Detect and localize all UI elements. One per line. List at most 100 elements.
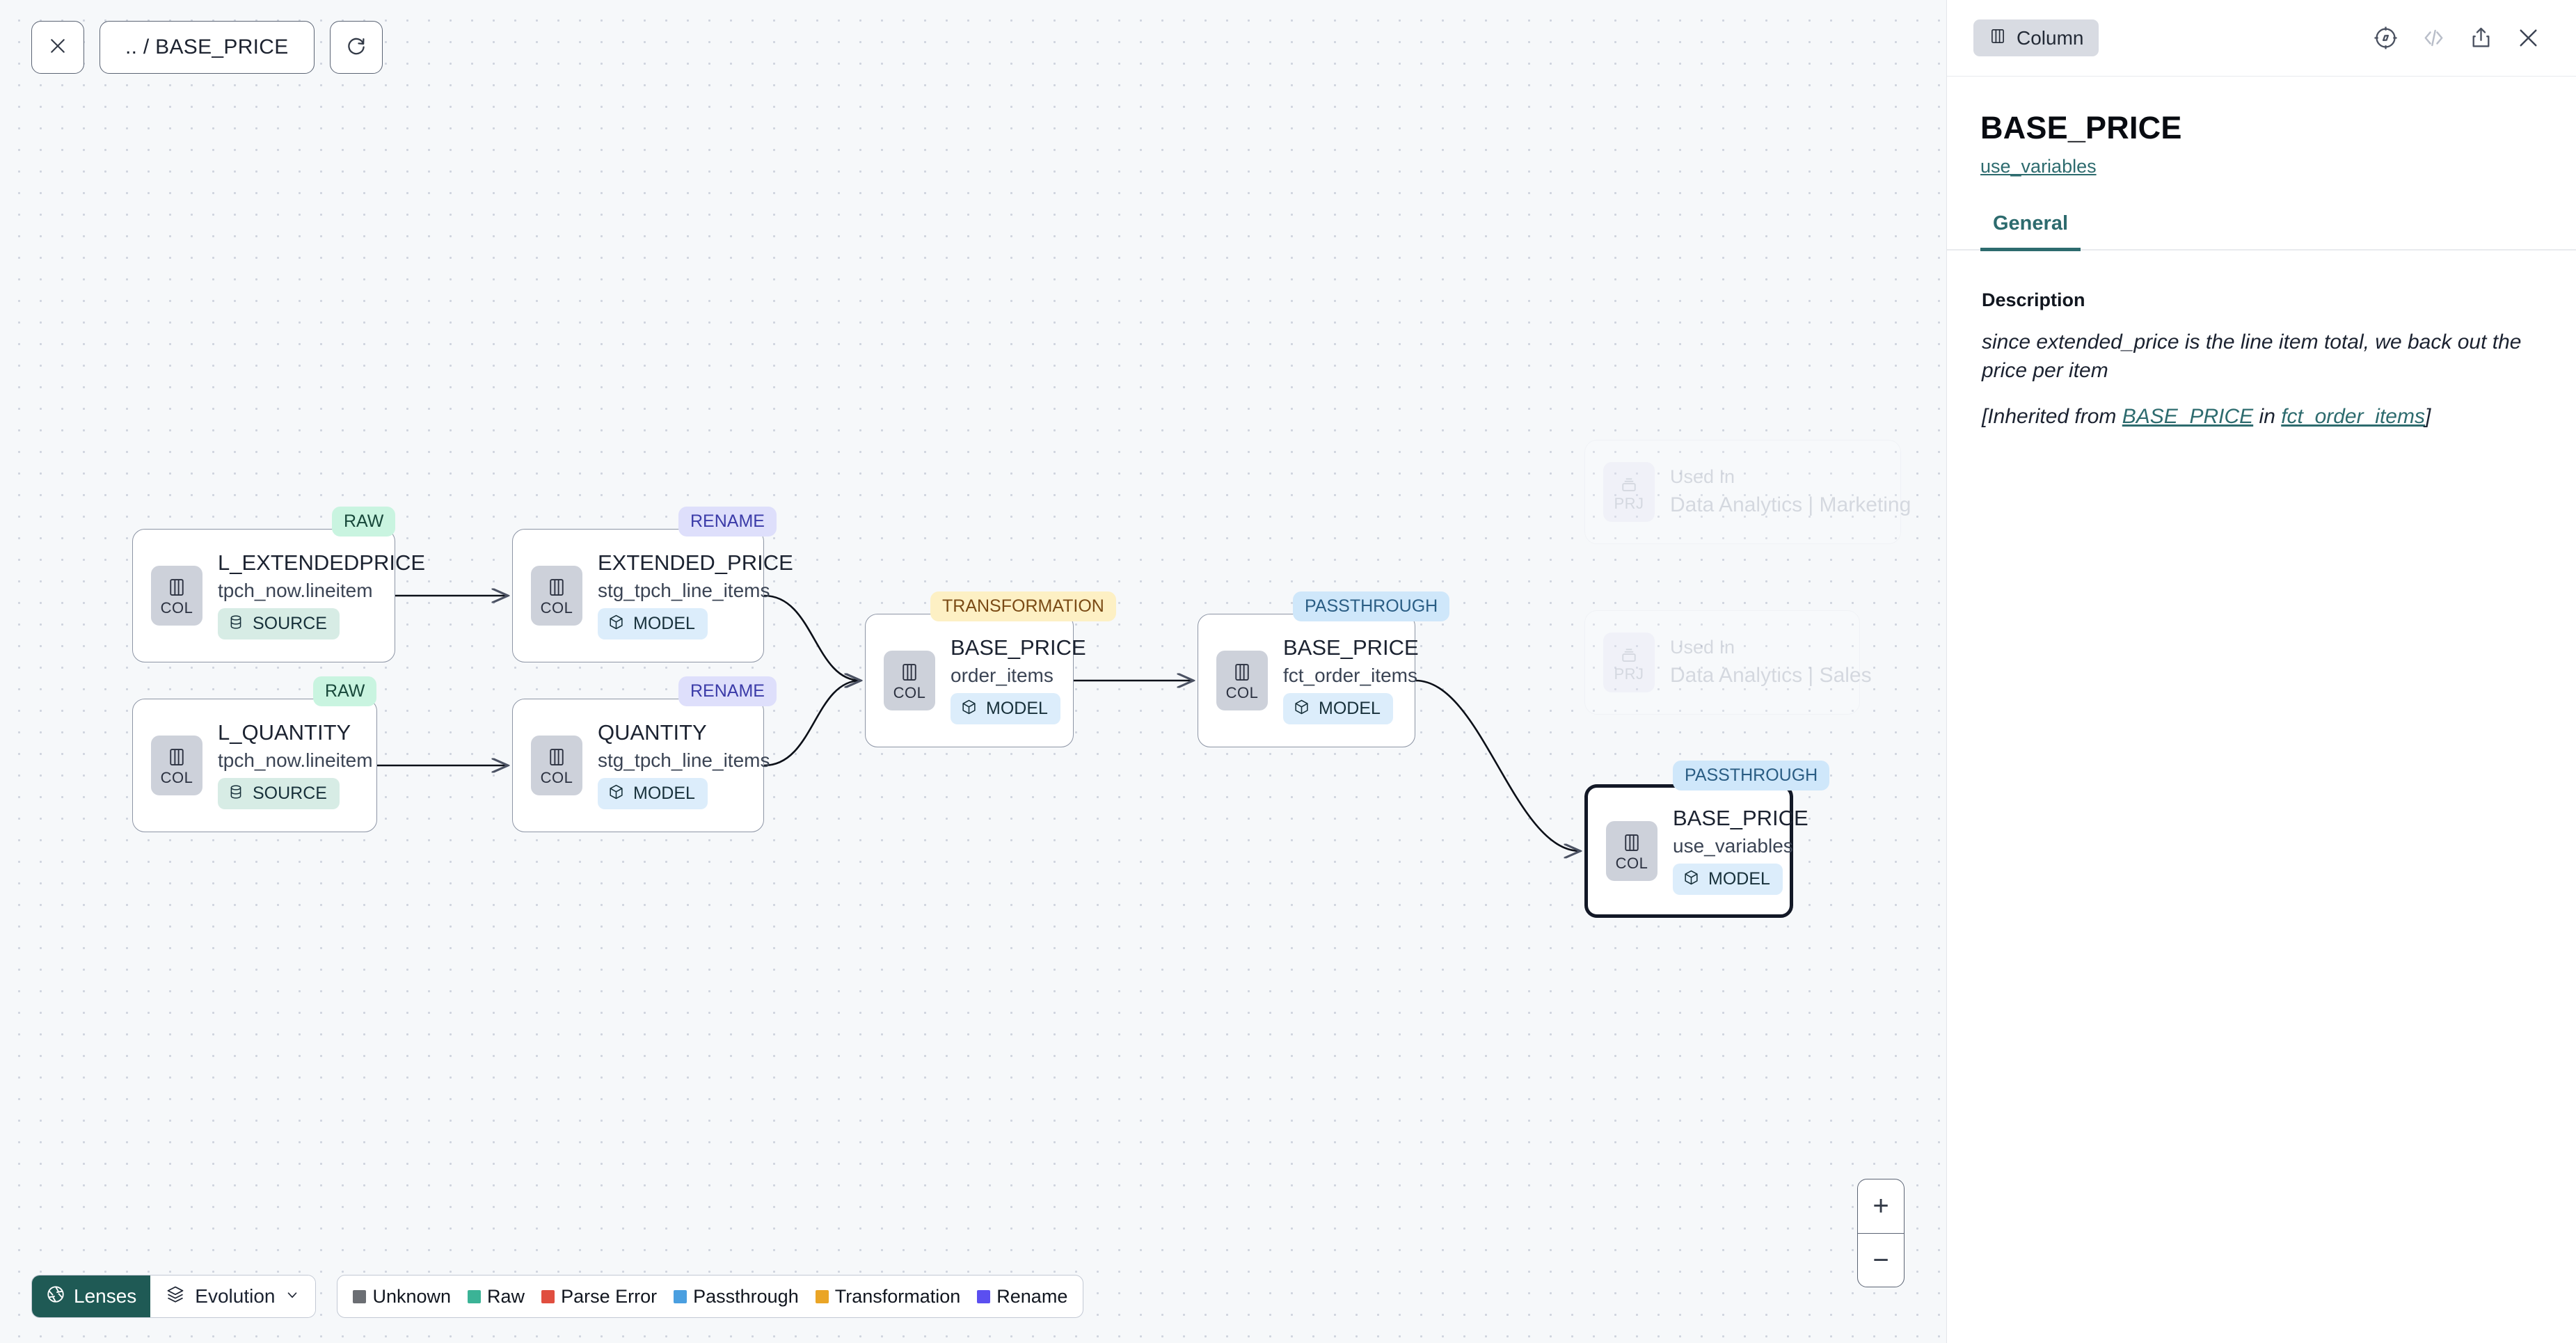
lineage-legend: Unknown Raw Parse Error Passthrough Transfor… [337, 1275, 1084, 1318]
node-subtitle: order_items [951, 664, 1054, 686]
lenses-button[interactable]: Lenses [32, 1276, 151, 1317]
used-in-target: Data Analytics | Marketing [1670, 493, 1911, 517]
node-subtitle: fct_order_items [1283, 664, 1417, 686]
lineage-node[interactable]: COL L_QUANTITY tpch_now.lineitem SOURCE [132, 699, 377, 832]
chevron-down-icon [285, 1285, 300, 1308]
used-in-target: Data Analytics | Sales [1670, 664, 1872, 688]
code-icon[interactable] [2421, 25, 2447, 51]
parent-model-link[interactable]: use_variables [1980, 156, 2097, 177]
node-body: BASE_PRICE use_variables MODEL [1673, 806, 1808, 895]
inherited-model-link[interactable]: fct_order_items [2281, 404, 2425, 428]
refresh-button[interactable] [329, 21, 383, 74]
legend-item[interactable]: Passthrough [674, 1286, 799, 1308]
evolution-label: Evolution [195, 1285, 276, 1307]
node-badge-model: MODEL [951, 692, 1060, 724]
legend-item[interactable]: Rename [977, 1286, 1067, 1308]
evolution-dropdown[interactable]: Evolution [150, 1276, 316, 1317]
legend-item[interactable]: Transformation [815, 1285, 961, 1308]
cube-icon [960, 698, 978, 720]
description-text: since extended_price is the line item to… [1982, 331, 2522, 383]
node-subtitle: tpch_now.lineitem [218, 749, 373, 771]
column-icon: COL [531, 566, 582, 626]
node-badge-source: SOURCE [218, 607, 340, 639]
lenses-label: Lenses [74, 1285, 137, 1307]
node-body: L_EXTENDEDPRICE tpch_now.lineitem SOURCE [218, 550, 426, 639]
node-tag-raw: RAW [313, 676, 377, 706]
legend-item[interactable]: Unknown [353, 1286, 451, 1308]
inherited-column-link[interactable]: BASE_PRICE [2122, 404, 2254, 428]
used-in-node[interactable]: PRJ Used In Data Analytics | Sales [1584, 610, 1872, 715]
node-badge-source: SOURCE [218, 777, 340, 809]
cube-icon [1293, 698, 1310, 720]
layers-icon [166, 1285, 185, 1309]
node-title: BASE_PRICE [1673, 806, 1808, 831]
zoom-controls: + − [1857, 1179, 1905, 1287]
node-title: L_QUANTITY [218, 720, 351, 745]
node-subtitle: stg_tpch_line_items [598, 749, 770, 771]
legend-label: Raw [487, 1285, 525, 1307]
details-panel: Column [1946, 0, 2576, 1343]
project-icon: PRJ [1603, 633, 1655, 692]
share-icon[interactable] [2469, 26, 2493, 50]
column-icon: COL [151, 736, 202, 795]
legend-label: Unknown [372, 1285, 452, 1307]
refresh-icon [345, 35, 367, 61]
inherited-prefix: [Inherited from [1982, 404, 2122, 428]
compass-icon[interactable] [2373, 25, 2399, 51]
legend-swatch [353, 1289, 367, 1303]
description-label: Description [1982, 289, 2085, 310]
node-badge-model: MODEL [598, 777, 708, 809]
inherited-suffix: ] [2424, 404, 2431, 428]
database-icon [228, 783, 244, 804]
breadcrumb[interactable]: .. / BASE_PRICE [100, 21, 315, 74]
node-body: Used In Data Analytics | Sales [1670, 637, 1872, 688]
tab-general[interactable]: General [1980, 212, 2081, 251]
column-icon: COL [151, 566, 202, 626]
close-lineage-button[interactable] [31, 21, 84, 74]
legend-swatch [977, 1289, 991, 1303]
legend-item[interactable]: Raw [468, 1286, 525, 1308]
lineage-node[interactable]: COL L_EXTENDEDPRICE tpch_now.lineitem SOUR… [132, 529, 425, 662]
lineage-node[interactable]: COL BASE_PRICE use_variables MODEL [1584, 784, 1808, 918]
node-title: BASE_PRICE [1283, 635, 1419, 660]
node-tag-raw: RAW [332, 507, 396, 537]
panel-tabs: General [1947, 212, 2576, 251]
zoom-in-button[interactable]: + [1873, 1191, 1889, 1221]
legend-item[interactable]: Parse Error [541, 1286, 657, 1308]
cube-icon [607, 613, 625, 635]
legend-swatch [674, 1289, 687, 1303]
node-title: L_EXTENDEDPRICE [218, 550, 426, 575]
column-icon: COL [884, 651, 935, 710]
node-subtitle: tpch_now.lineitem [218, 579, 373, 601]
legend-swatch [815, 1289, 829, 1303]
node-title: QUANTITY [598, 720, 707, 745]
node-badge-model: MODEL [1673, 863, 1783, 895]
entity-type-chip[interactable]: Column [1973, 19, 2099, 56]
column-icon: COL [1216, 651, 1268, 710]
node-title: EXTENDED_PRICE [598, 550, 793, 575]
lineage-node[interactable]: COL BASE_PRICE order_items MODEL [865, 614, 1086, 747]
used-in-label: Used In [1670, 637, 1735, 658]
column-icon [1989, 27, 2007, 49]
column-icon: COL [1606, 821, 1657, 881]
zoom-out-button[interactable]: − [1858, 1233, 1904, 1287]
legend-label: Passthrough [693, 1285, 799, 1307]
node-title: BASE_PRICE [951, 635, 1086, 660]
node-tag-passthrough: PASSTHROUGH [1293, 591, 1450, 621]
panel-header-actions [2373, 25, 2541, 51]
node-body: L_QUANTITY tpch_now.lineitem SOURCE [218, 720, 373, 809]
legend-label: Rename [996, 1285, 1068, 1307]
legend-label: Transformation [834, 1285, 961, 1307]
close-icon[interactable] [2515, 25, 2541, 51]
panel-header: Column [1947, 0, 2576, 77]
cube-icon [607, 783, 625, 804]
entity-type-label: Column [2017, 26, 2084, 49]
node-subtitle: use_variables [1673, 834, 1793, 857]
